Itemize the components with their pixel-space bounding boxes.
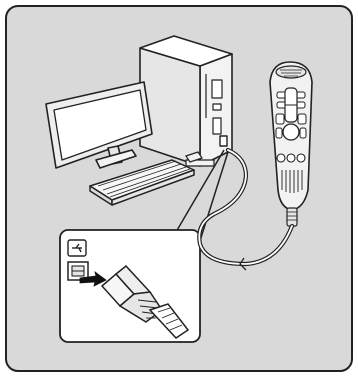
usb-trident-icon	[68, 240, 86, 256]
computer-tower-icon	[140, 36, 232, 166]
